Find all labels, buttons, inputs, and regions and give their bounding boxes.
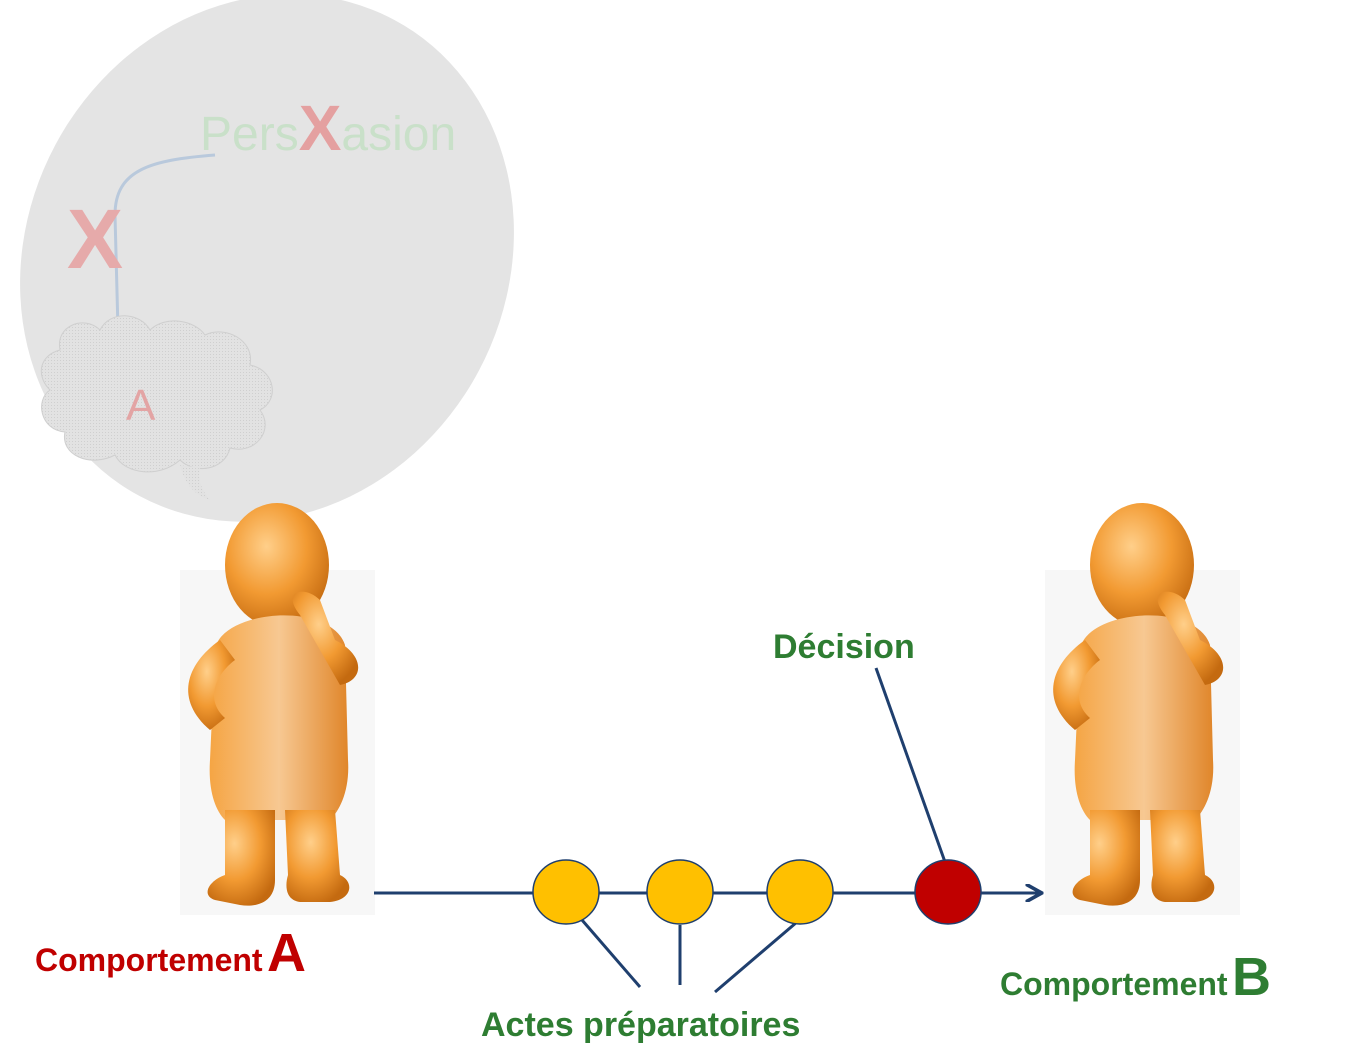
thought-bubble: PersXasion X A — [20, 0, 514, 522]
comportement-b-word: Comportement — [1000, 966, 1228, 1002]
figure-a-left-arm — [188, 640, 235, 730]
figure-a-torso — [209, 615, 349, 820]
decision-connector — [874, 667, 947, 863]
decision-label: Décision — [773, 628, 915, 666]
comportement-a-label: Comportement A — [35, 922, 306, 984]
figure-a-right-arm — [292, 591, 359, 685]
preparatory-act-node-1 — [532, 859, 600, 925]
figure-b-left-leg — [1072, 810, 1140, 906]
actes-connector-3 — [714, 920, 798, 994]
figure-b-torso — [1074, 615, 1214, 820]
cloud-letter-a: A — [126, 381, 156, 430]
comportement-a-word: Comportement — [35, 942, 263, 978]
preparatory-act-node-2 — [646, 859, 714, 925]
cloud-tail — [180, 465, 210, 500]
bubble-connector-line — [113, 153, 216, 331]
figure-a-left-leg — [207, 810, 275, 906]
persuasion-text: PersXasion — [200, 92, 456, 164]
comportement-b-letter: B — [1232, 947, 1272, 1007]
person-figure-a — [180, 503, 375, 915]
person-figure-b — [1045, 503, 1240, 915]
strike-x-mark: X — [67, 192, 123, 286]
thought-cloud — [40, 315, 273, 473]
decision-node — [914, 859, 982, 925]
figure-a-right-leg — [285, 810, 350, 902]
preparatory-act-node-3 — [766, 859, 834, 925]
comportement-b-label: Comportement B — [1000, 946, 1271, 1008]
figure-b-left-arm — [1053, 640, 1100, 730]
actes-connector-1 — [580, 919, 642, 988]
comportement-a-letter: A — [267, 923, 307, 983]
actes-preparatoires-label: Actes préparatoires — [481, 1006, 801, 1044]
figure-b-right-arm — [1157, 591, 1224, 685]
figure-b-right-leg — [1150, 810, 1215, 902]
